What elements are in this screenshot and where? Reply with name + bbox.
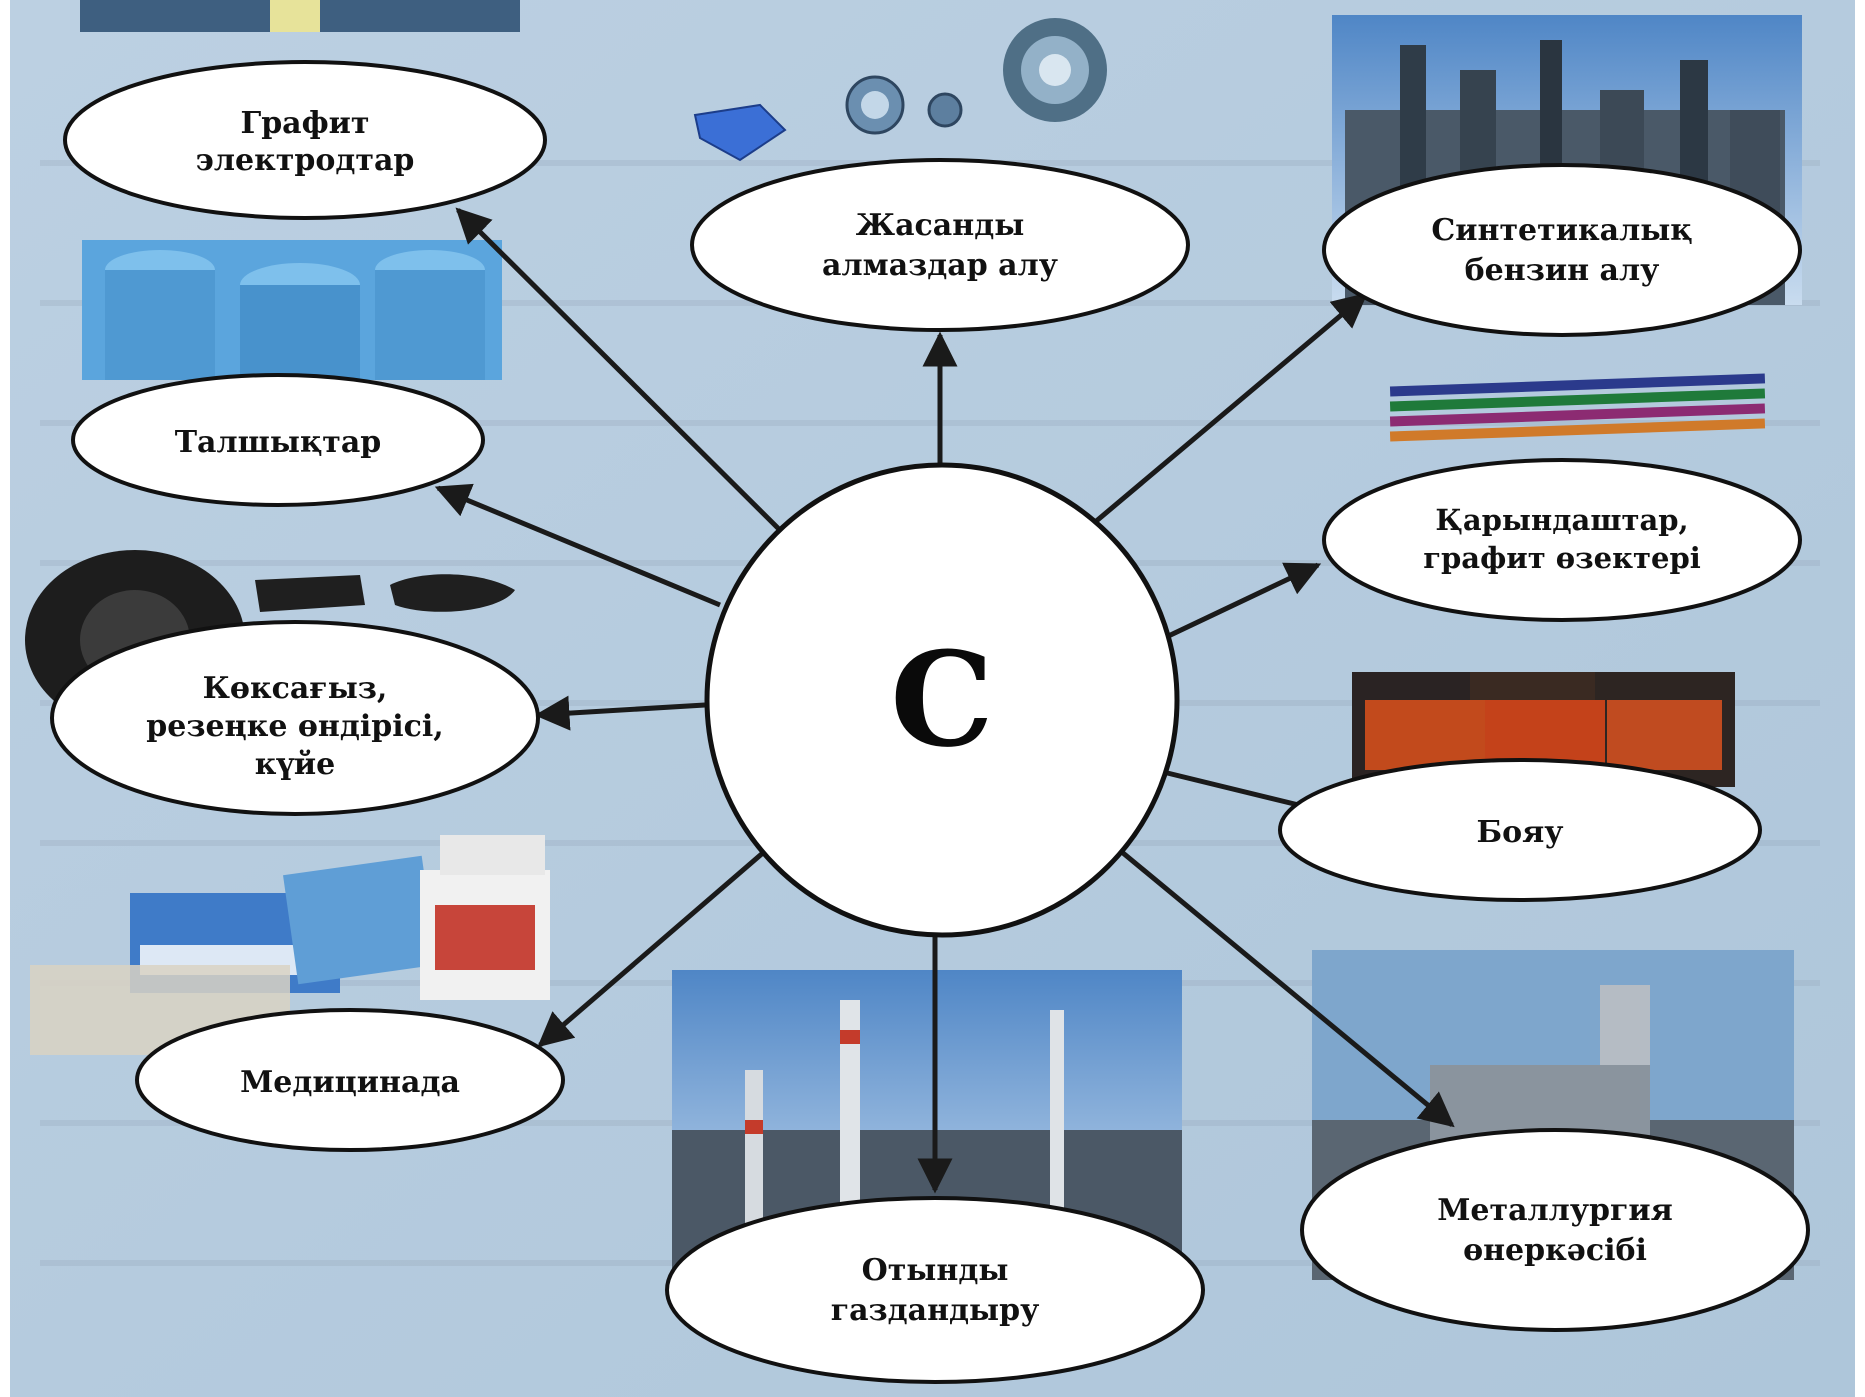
node-label-line: электродтар xyxy=(196,143,415,178)
node-label-line: резеңке өндірісі, xyxy=(146,709,444,744)
center-label: C xyxy=(890,623,993,776)
node-label-line: Қарындаштар, xyxy=(1435,503,1688,537)
arrow-to-fibers xyxy=(434,483,721,608)
arrow-to-metallurgy xyxy=(1063,803,1455,1128)
node-artificial-diamonds: Жасанды алмаздар алу xyxy=(690,158,1190,332)
arrows xyxy=(434,207,1455,1194)
node-label-line: Отынды xyxy=(862,1253,1009,1288)
node-label-line: Синтетикалық xyxy=(1431,213,1692,248)
arrow-to-pencils xyxy=(1158,562,1322,643)
node-label-line: Жасанды xyxy=(856,208,1025,243)
node-label-line: бензин алу xyxy=(1465,253,1660,288)
node-label-line: Графит xyxy=(240,106,369,141)
colored-pencils-photo xyxy=(1389,373,1766,442)
node-fibers: Талшықтар xyxy=(71,373,485,507)
node-label-line: күйе xyxy=(255,747,335,782)
node-label-line: Бояу xyxy=(1476,815,1563,850)
node-label-line: Көксағыз, xyxy=(203,671,388,706)
graphite-electrode-photo xyxy=(80,0,520,32)
node-medicine: Медицинада xyxy=(135,1008,565,1152)
node-synthetic-gasoline: Синтетикалық бензин алу xyxy=(1322,163,1802,337)
arrow-to-synthetic-gasoline xyxy=(1048,292,1368,562)
node-label-line: өнеркәсібі xyxy=(1463,1233,1647,1268)
arrow-to-graphite-electrodes xyxy=(455,207,807,557)
node-label-line: газдандыру xyxy=(831,1293,1040,1328)
node-label-line: Металлургия xyxy=(1437,1193,1673,1228)
node-label-line: Медицинада xyxy=(240,1065,460,1100)
node-label-line: Талшықтар xyxy=(175,425,382,460)
node-label-line: алмаздар алу xyxy=(822,248,1058,283)
node-label-line: графит өзектері xyxy=(1423,541,1701,575)
node-pencils: Қарындаштар, графит өзектері xyxy=(1322,458,1802,622)
node-rubber: Көксағыз, резеңке өндірісі, күйе xyxy=(50,620,540,816)
fiber-spools-photo xyxy=(82,240,502,380)
diamonds-photo xyxy=(693,18,1107,162)
node-metallurgy: Металлургия өнеркәсібі xyxy=(1300,1128,1810,1332)
node-graphite-electrodes: Графит электродтар xyxy=(63,60,547,220)
node-fuel-gasification: Отынды газдандыру xyxy=(665,1196,1205,1384)
arrow-to-rubber xyxy=(534,695,706,731)
center-node: C xyxy=(704,462,1180,938)
node-paint: Бояу xyxy=(1278,758,1762,902)
